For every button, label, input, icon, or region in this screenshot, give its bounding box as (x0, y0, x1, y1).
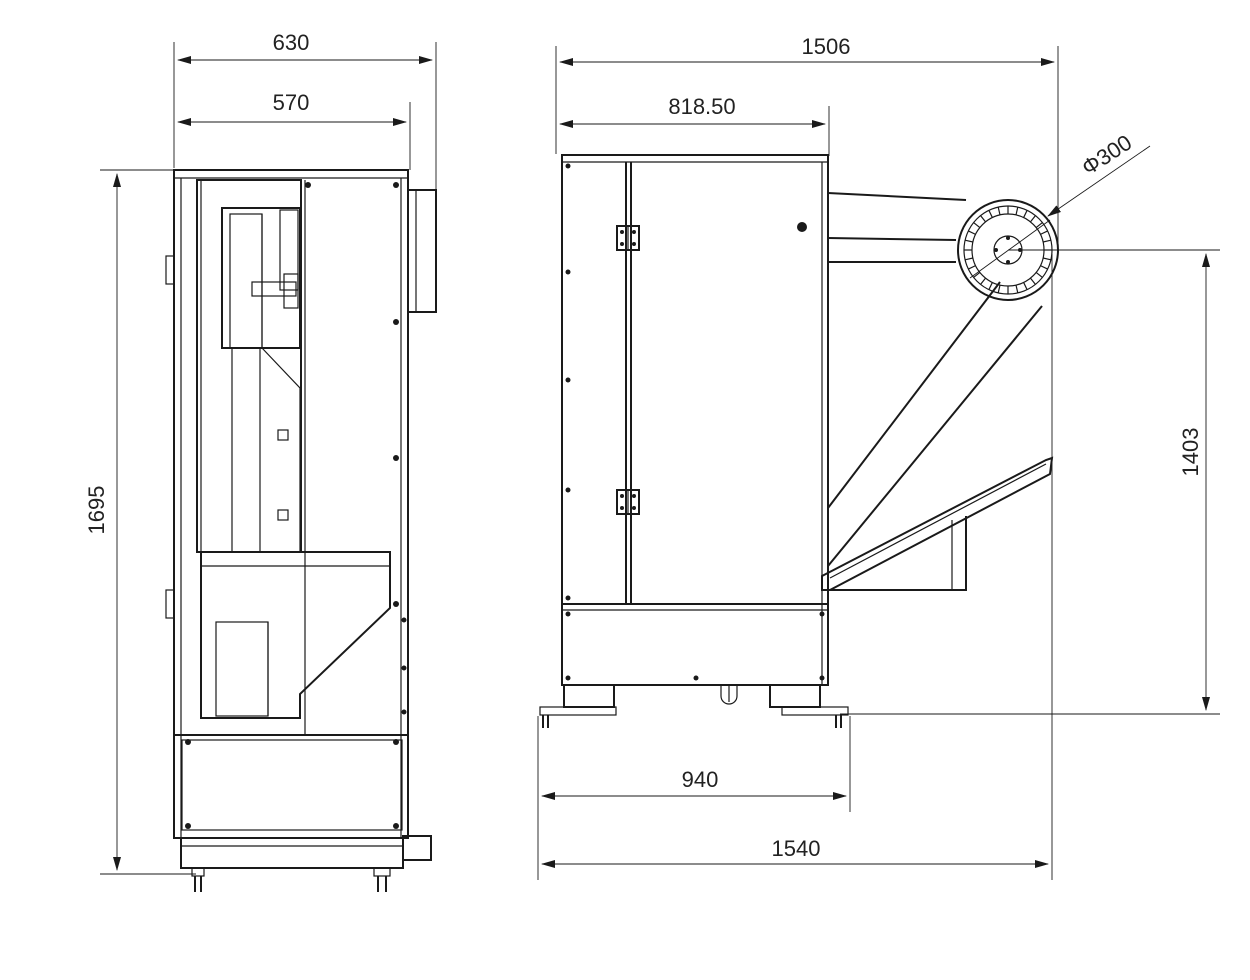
dimension-label-1695: 1695 (84, 486, 109, 535)
dimension-label-630: 630 (273, 30, 310, 55)
front-view: 1506 818.50 Φ300 1403 940 (537, 34, 1220, 880)
pulley-tooth (1015, 284, 1019, 294)
discharge-chute (821, 456, 1054, 591)
dimension-pulley-diameter: Φ300 (1047, 130, 1151, 217)
pulley-tooth (988, 282, 993, 290)
pulley-tooth (968, 230, 976, 235)
pulley-teeth (964, 206, 1052, 294)
dimension-label-1540: 1540 (772, 836, 821, 861)
pulley-tooth (1029, 215, 1036, 223)
pulley-tooth (997, 206, 1001, 216)
front-rivets (565, 163, 825, 681)
pulley-tooth (1042, 257, 1052, 261)
pulley-tooth (1040, 230, 1048, 235)
side-rivets (185, 182, 407, 829)
pulley-tooth (997, 284, 1001, 294)
pulley-tooth (1029, 277, 1036, 285)
dimension-1403: 1403 (840, 249, 1220, 715)
dimension-label-570: 570 (273, 90, 310, 115)
pulley-tooth (1035, 271, 1043, 278)
pulley-tooth (988, 210, 993, 218)
side-view: 630 570 1695 (84, 30, 437, 892)
pulley-tooth (980, 215, 987, 223)
pulley-tooth (1042, 239, 1052, 243)
pulley-tooth (1040, 265, 1048, 270)
dimension-label-1403: 1403 (1178, 428, 1203, 477)
pulley-tooth (973, 271, 981, 278)
dimension-label-1506: 1506 (802, 34, 851, 59)
pulley-tooth (1035, 222, 1043, 229)
pulley-tooth (980, 277, 987, 285)
head-pulley (957, 199, 1059, 301)
pulley-tooth (1023, 282, 1028, 290)
dimension-940: 940 (537, 716, 851, 812)
dimension-label-940: 940 (682, 767, 719, 792)
door-lock-icon (797, 222, 807, 232)
dimension-570: 570 (177, 90, 411, 170)
pulley-tooth (964, 239, 974, 243)
dimension-1540: 1540 (537, 254, 1053, 880)
dimension-label-pulley-diameter: Φ300 (1077, 130, 1136, 181)
dimension-label-818-50: 818.50 (668, 94, 735, 119)
dimension-818-50: 818.50 (559, 94, 830, 156)
side-cabinet (165, 169, 437, 892)
pulley-tooth (1023, 210, 1028, 218)
conveyor-arm (827, 192, 1043, 567)
dimension-630: 630 (173, 30, 437, 190)
pulley-tooth (964, 257, 974, 261)
dimension-1506: 1506 (555, 34, 1059, 254)
pulley-tooth (968, 265, 976, 270)
front-cabinet (539, 154, 849, 728)
door-hinges (616, 225, 640, 515)
pulley-tooth (1015, 206, 1019, 216)
pulley-tooth (973, 222, 981, 229)
dimension-1695: 1695 (84, 169, 196, 875)
